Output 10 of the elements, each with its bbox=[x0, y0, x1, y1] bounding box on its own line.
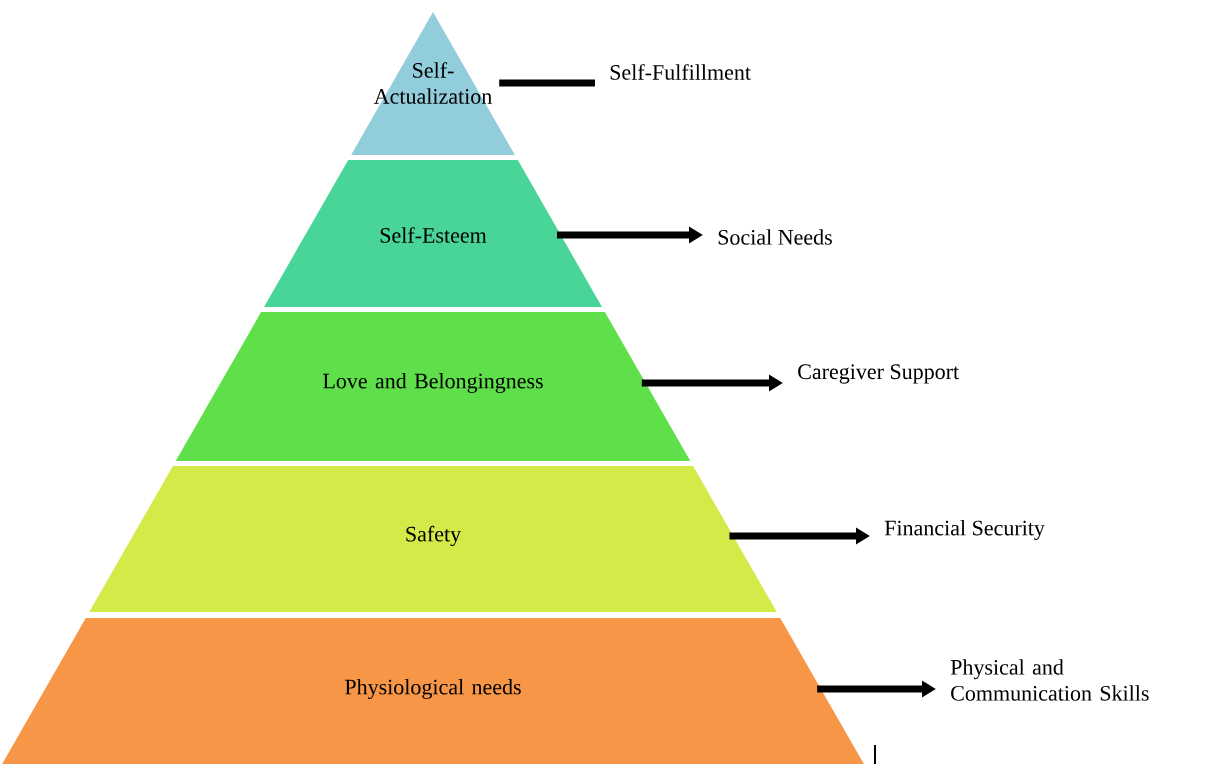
outcome-label: Physical and Communication Skills bbox=[950, 659, 1149, 701]
outcome-label: Social Needs bbox=[718, 229, 832, 245]
outcome-label: Self-Fulfillment bbox=[610, 64, 751, 80]
outcome-label: Financial Security bbox=[884, 520, 1045, 540]
pyramid-level: Physiological needs bbox=[0, 618, 868, 764]
pyramid-level: Self-Esteem bbox=[264, 160, 602, 307]
pyramid-level: Love and Belongingness bbox=[175, 312, 691, 461]
outcome-label: Caregiver Support bbox=[798, 364, 959, 384]
pyramid-level: Self- Actualization bbox=[351, 12, 515, 155]
pyramid-level: Safety bbox=[89, 466, 777, 612]
